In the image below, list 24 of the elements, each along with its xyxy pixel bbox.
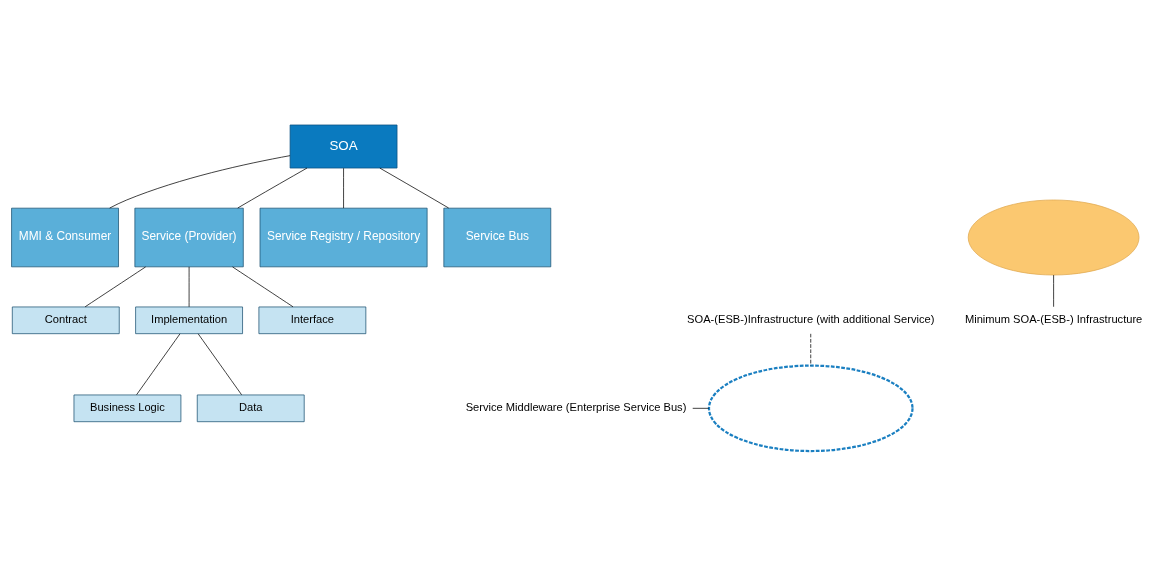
node-text: Service Middleware (Enterprise Service Bus)	[465, 400, 687, 413]
connector	[237, 167, 308, 209]
connector	[379, 167, 449, 209]
connector	[109, 155, 291, 209]
connector	[343, 167, 344, 209]
connector	[1053, 274, 1054, 308]
node-text: Minimum SOA-(ESB-) Infrastructure	[964, 312, 1143, 325]
connector	[197, 333, 242, 396]
connector	[232, 266, 294, 308]
node-ellipse	[967, 199, 1140, 276]
node-box: Contract	[11, 306, 120, 335]
connector	[84, 266, 146, 308]
node-box: Business Logic	[73, 394, 182, 423]
node-box: SOA	[289, 124, 398, 169]
node-box: Service Registry / Repository	[259, 207, 428, 268]
node-box: Data	[196, 394, 305, 423]
node-box: Service Bus	[443, 207, 552, 268]
node-box: Implementation	[135, 306, 243, 335]
node-box: Interface	[258, 306, 367, 335]
node-box: Service (Provider)	[134, 207, 244, 268]
node-box: MMI & Consumer	[11, 207, 119, 268]
node-text: SOA-(ESB-)Infrastructure (with additional Service)	[687, 312, 935, 325]
connector	[136, 333, 181, 396]
node-ellipse	[707, 364, 914, 453]
